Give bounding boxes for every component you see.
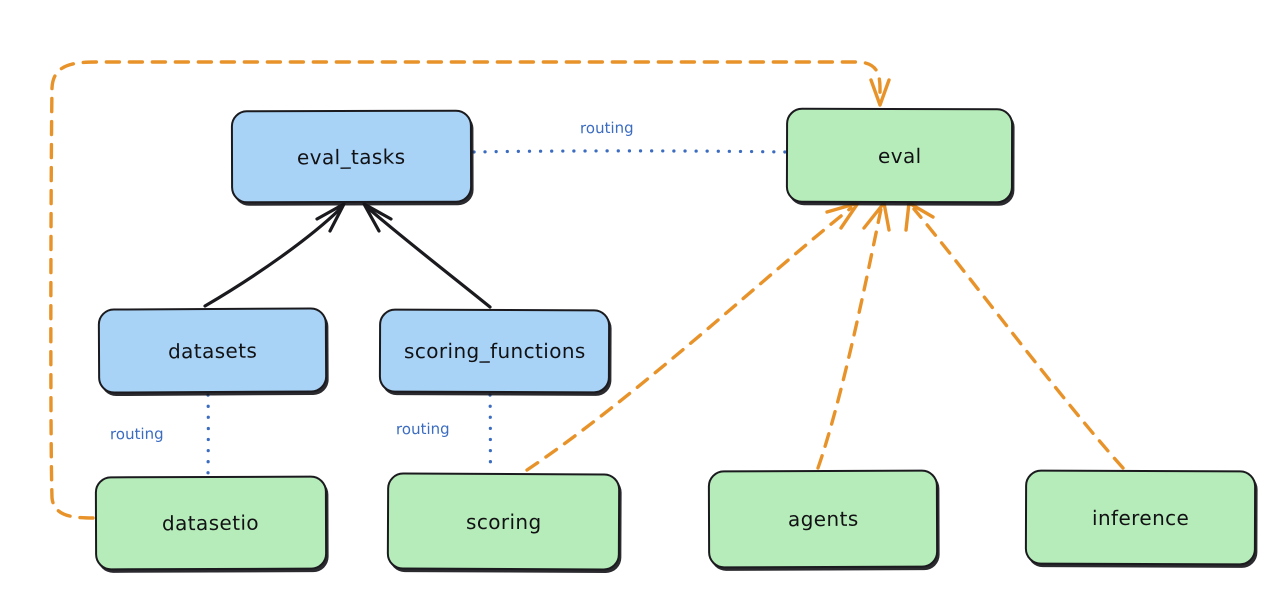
node-datasetio[interactable]: datasetio [94, 475, 328, 571]
edge-scoring_functions-scoring [488, 393, 493, 473]
node-label-datasetio: datasetio [162, 510, 260, 536]
node-eval[interactable]: eval [785, 107, 1014, 204]
node-label-eval: eval [877, 143, 922, 168]
edge-inference-eval [904, 201, 1125, 470]
node-eval_tasks[interactable]: eval_tasks [230, 109, 473, 204]
node-inference[interactable]: inference [1024, 469, 1257, 566]
node-agents[interactable]: agents [707, 469, 939, 569]
node-scoring_functions[interactable]: scoring_functions [378, 308, 611, 394]
node-label-inference: inference [1091, 505, 1190, 530]
node-scoring[interactable]: scoring [386, 472, 621, 571]
node-datasets[interactable]: datasets [97, 307, 328, 394]
edge-eval_tasks-eval [472, 149, 788, 154]
edge-scoring_functions-eval_tasks [362, 202, 492, 309]
edge-datasets-eval_tasks [203, 202, 346, 308]
node-label-agents: agents [787, 506, 859, 532]
node-label-eval_tasks: eval_tasks [297, 144, 406, 169]
edge-agents-eval [816, 201, 891, 470]
node-label-scoring_functions: scoring_functions [403, 338, 586, 364]
edge-label-routing-scoring_functions-scoring: routing [395, 419, 450, 439]
edge-label-routing-datasets-datasetio: routing [109, 424, 164, 444]
node-label-datasets: datasets [167, 338, 258, 363]
node-label-scoring: scoring [465, 509, 542, 534]
edge-label-routing-eval_tasks-eval: routing [579, 118, 634, 138]
